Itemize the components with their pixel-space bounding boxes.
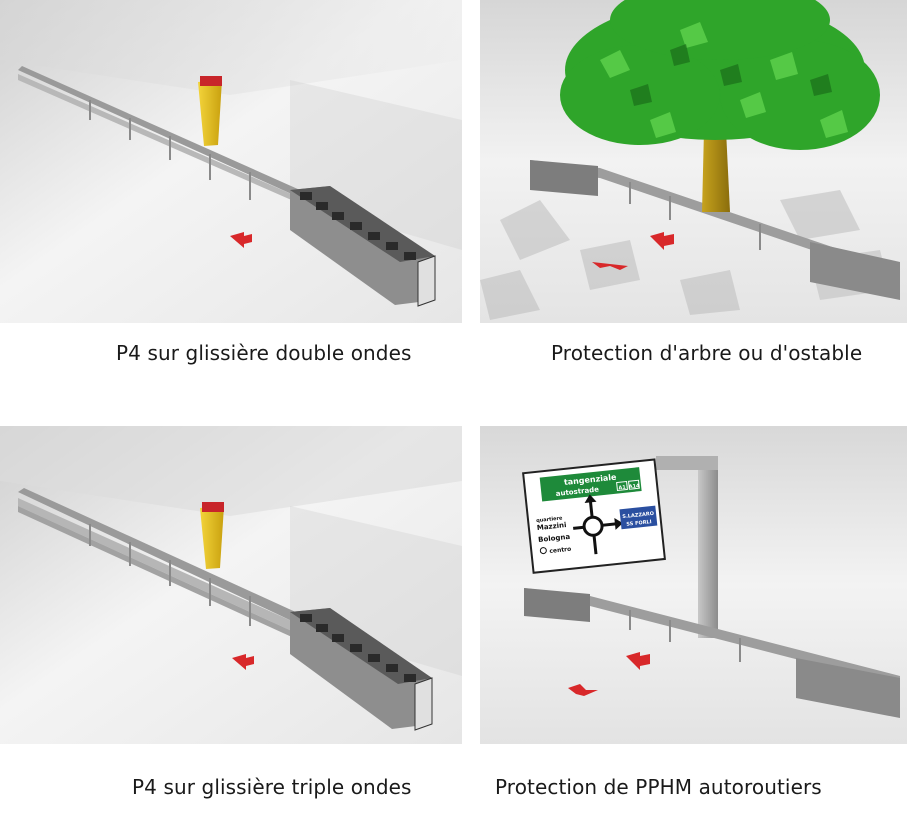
sign-badge2: A14 [628,483,640,490]
caption-p4-triple-wave: P4 sur glissière triple ondes [132,775,412,799]
sign-right2: SS FORLI [626,519,652,528]
sign-left2: Mazzini [537,521,567,532]
sign-left1: quartiere [536,515,563,524]
render-p4-triple-wave [0,426,462,744]
render-pphm-protection: tangenziale autostrade A1 A14 quartiere … [480,426,907,744]
render-tree-protection [480,0,907,323]
sign-badge1: A1 [618,485,626,492]
caption-p4-double-wave: P4 sur glissière double ondes [116,341,412,365]
sign-left3: Bologna [538,533,571,544]
render-p4-double-wave [0,0,462,323]
sign-left4: centro [549,546,571,555]
caption-pphm-protection: Protection de PPHM autoroutiers [495,775,822,799]
caption-tree-protection: Protection d'arbre ou d'ostable [551,341,863,365]
sign-right1: S.LAZZARO [622,511,654,520]
